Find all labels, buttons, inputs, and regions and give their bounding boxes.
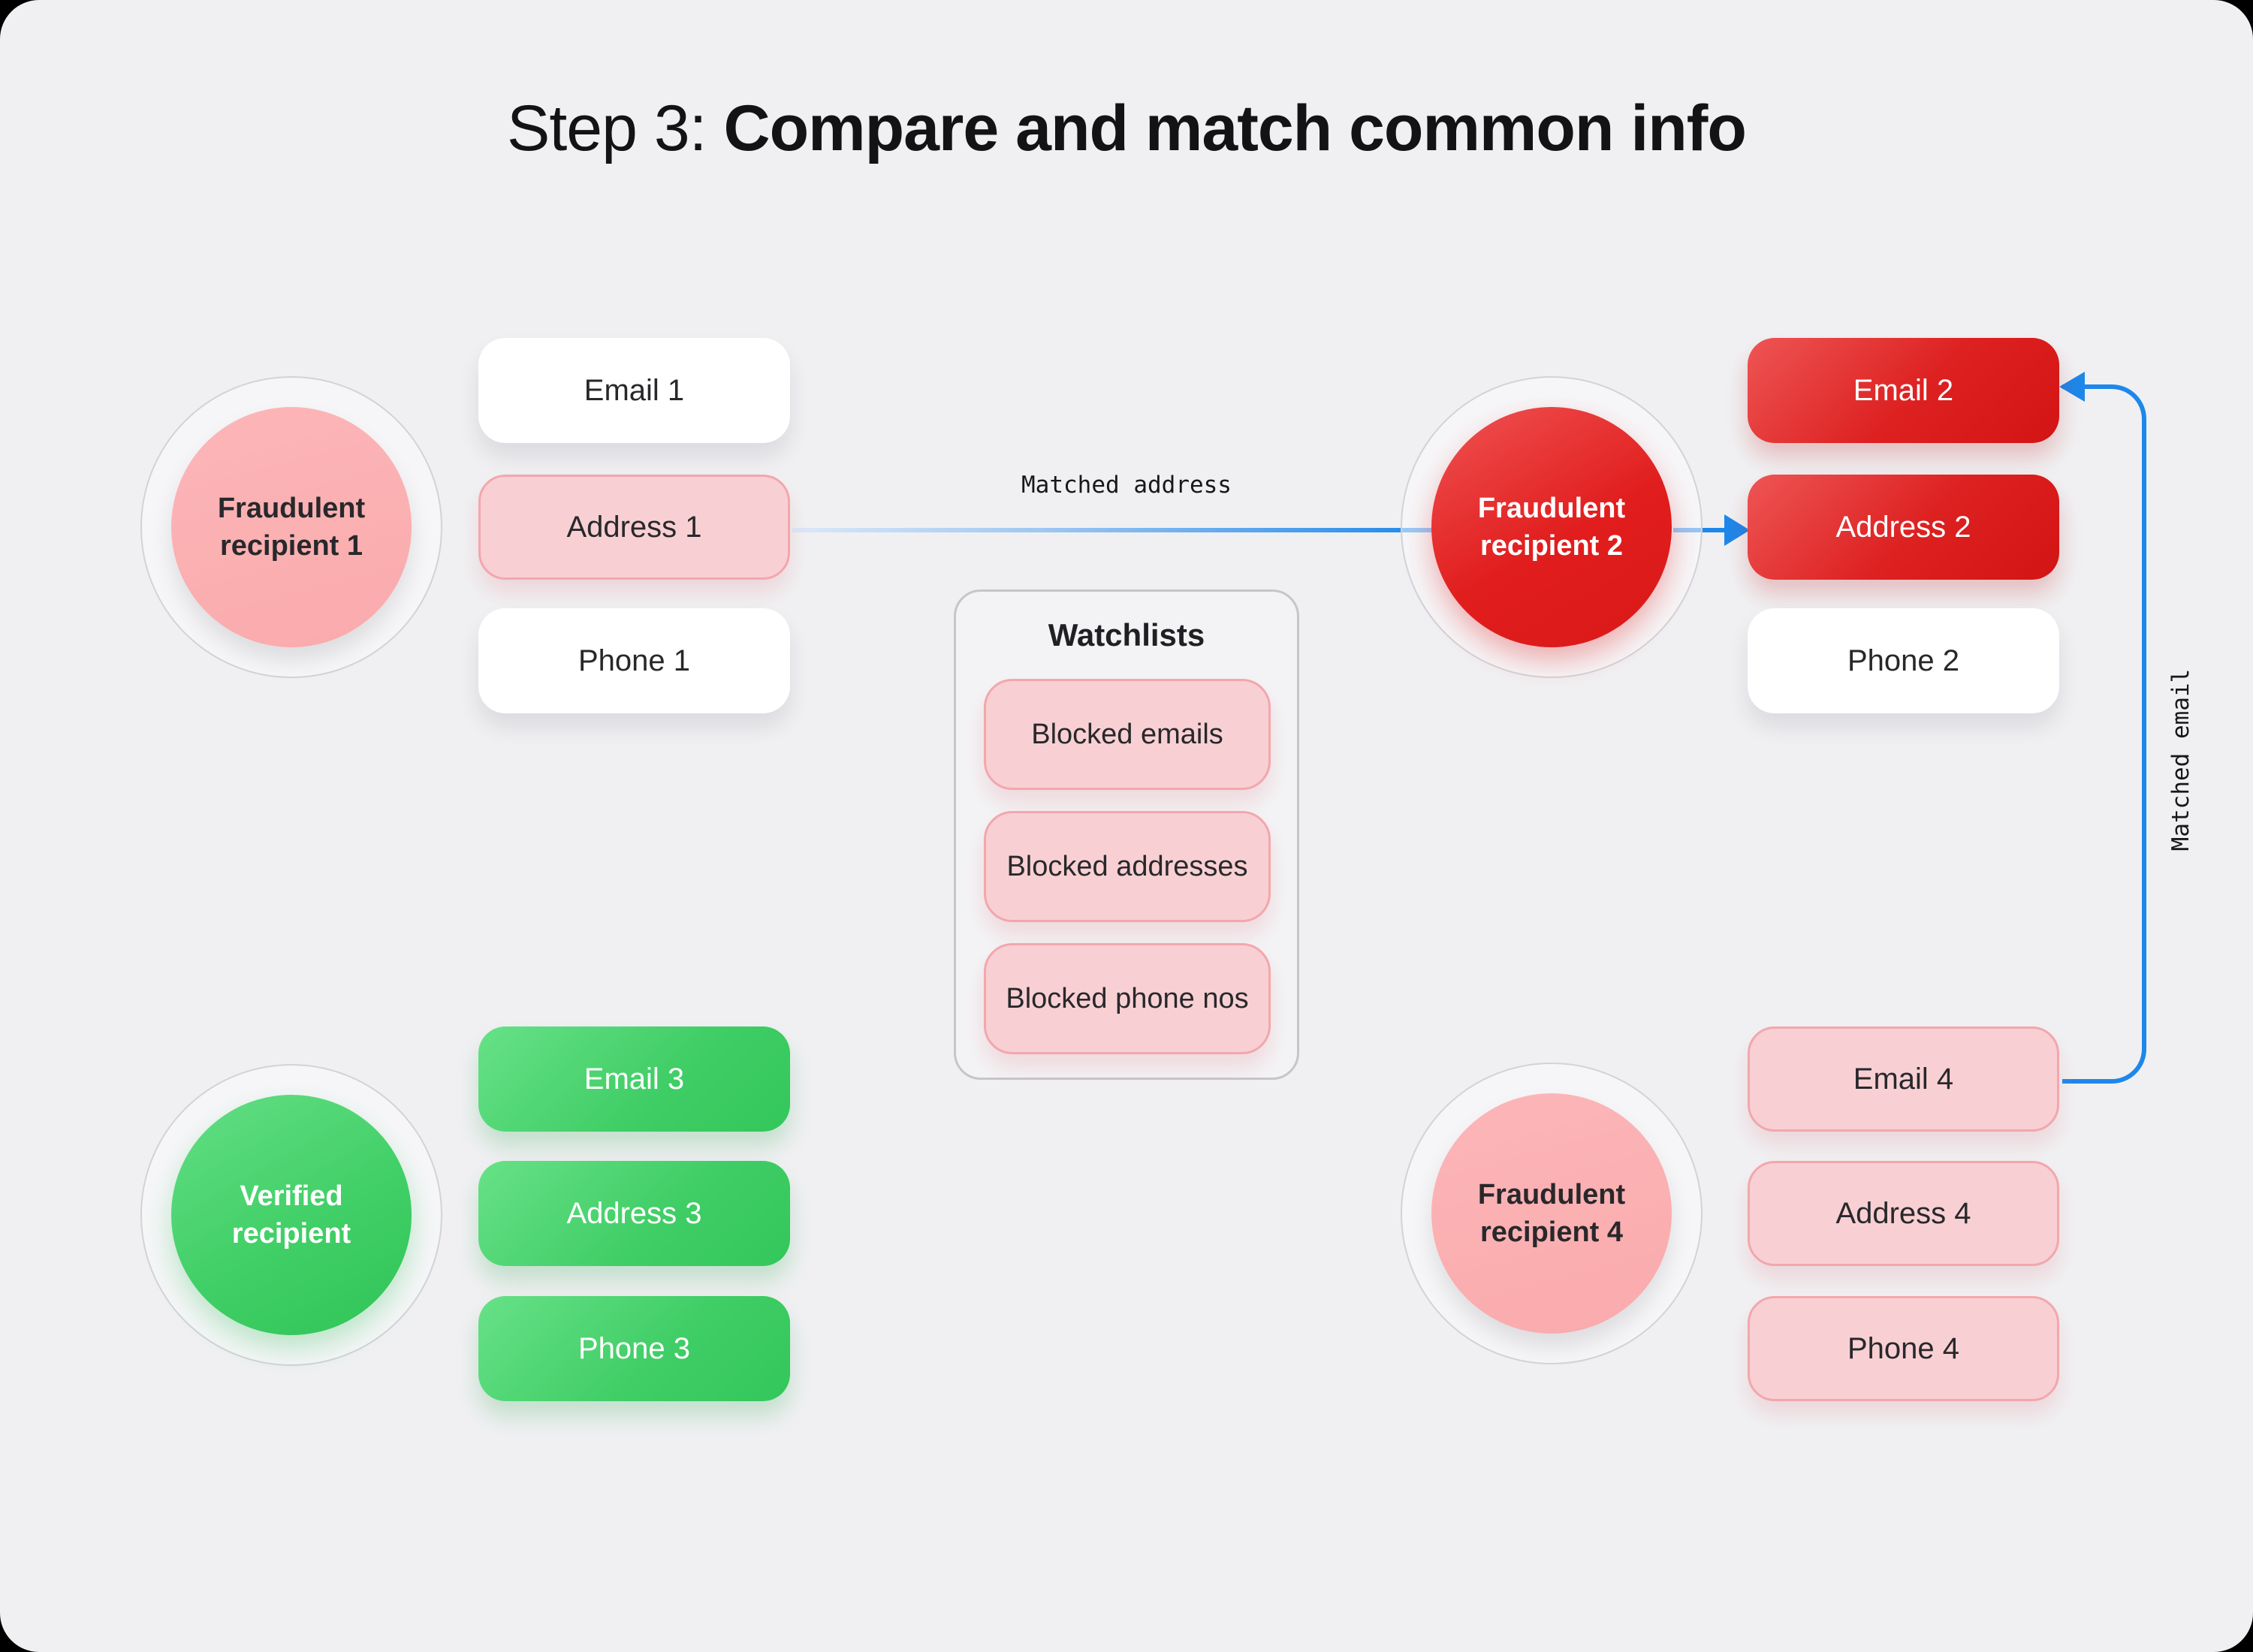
- address-4-pill: Address 4: [1748, 1161, 2059, 1266]
- address-1-pill: Address 1: [478, 475, 790, 580]
- blocked-emails-pill: Blocked emails: [984, 679, 1271, 790]
- page-title: Step 3: Compare and match common info: [0, 92, 2253, 166]
- address-3-pill: Address 3: [478, 1161, 790, 1266]
- email-1-pill: Email 1: [478, 338, 790, 443]
- recipient-1-circle: Fraudulent recipient 1: [171, 407, 412, 647]
- phone-2-pill: Phone 2: [1748, 608, 2059, 713]
- arrow-right-icon: [1724, 514, 1750, 546]
- watchlists-title: Watchlists: [1048, 617, 1205, 653]
- matched-address-connector-line: [792, 528, 1434, 532]
- arrow-left-icon: [2059, 372, 2085, 402]
- email-3-pill: Email 3: [478, 1026, 790, 1132]
- address-2-pill: Address 2: [1748, 475, 2059, 580]
- matched-address-label: Matched address: [1021, 472, 1232, 499]
- matched-email-label: Matched email: [2167, 668, 2194, 852]
- blocked-phone-nos-pill: Blocked phone nos: [984, 943, 1271, 1054]
- recipient-2-circle: Fraudulent recipient 2: [1431, 407, 1672, 647]
- recipient-4-circle: Fraudulent recipient 4: [1431, 1093, 1672, 1334]
- page-title-main: Compare and match common info: [706, 92, 1747, 164]
- phone-1-pill: Phone 1: [478, 608, 790, 713]
- phone-3-pill: Phone 3: [478, 1296, 790, 1401]
- email-2-pill: Email 2: [1748, 338, 2059, 443]
- blocked-addresses-pill: Blocked addresses: [984, 811, 1271, 922]
- page-title-step: Step 3:: [507, 92, 707, 164]
- verified-recipient-circle: Verified recipient: [171, 1095, 412, 1335]
- phone-4-pill: Phone 4: [1748, 1296, 2059, 1401]
- email-4-pill: Email 4: [1748, 1026, 2059, 1132]
- matched-email-connector-line: [2062, 384, 2146, 1084]
